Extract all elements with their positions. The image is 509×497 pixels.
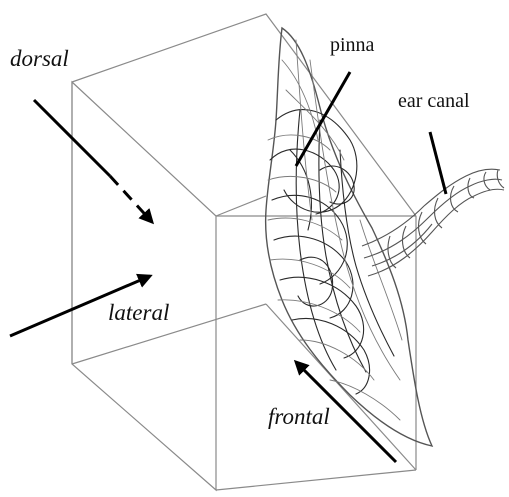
ear-canal-mesh [362, 169, 504, 276]
label-dorsal: dorsal [10, 46, 69, 72]
bounding-box [72, 14, 416, 490]
label-ear-canal: ear canal [398, 90, 470, 113]
label-pinna: pinna [330, 34, 374, 57]
ear-canal-leader-line [430, 132, 446, 194]
label-lateral: lateral [108, 300, 169, 326]
label-frontal: frontal [268, 404, 330, 430]
dorsal-arrow [34, 100, 152, 222]
